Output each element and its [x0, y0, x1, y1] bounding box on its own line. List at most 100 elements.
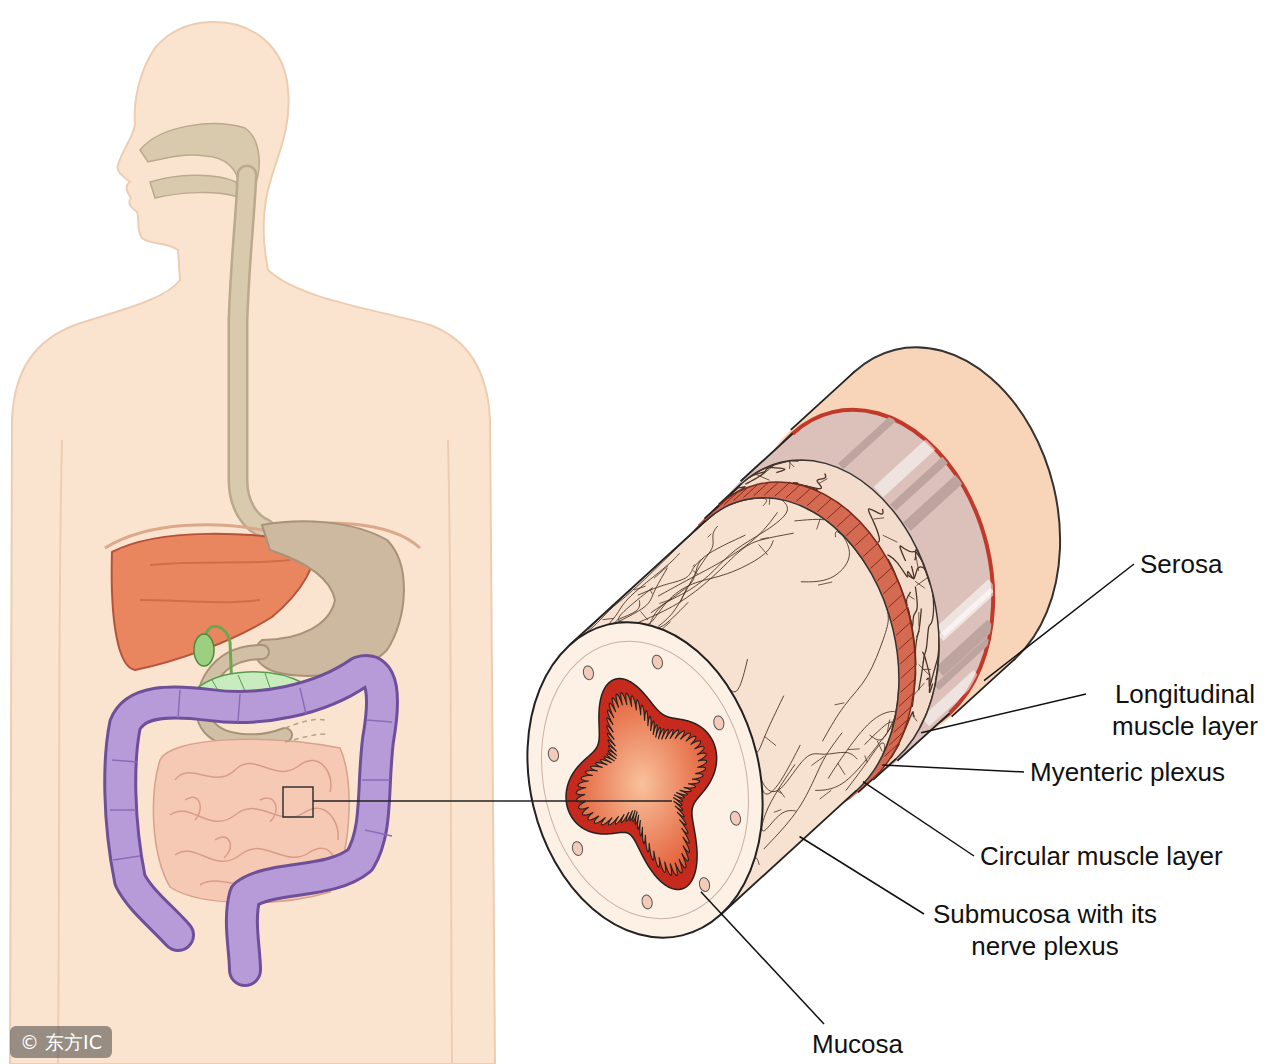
nerve-fiber [822, 603, 888, 741]
nerve-branch [873, 518, 884, 519]
nerve-fiber [801, 530, 850, 581]
muscle-hatch [899, 693, 914, 706]
leader-line [882, 765, 1024, 772]
nerve-branch [760, 465, 774, 476]
nerve-fiber [749, 467, 785, 477]
nerve-branch [774, 810, 781, 813]
nerve-fiber [761, 752, 857, 791]
muscle-hatch [901, 665, 916, 678]
nerve-branch [939, 649, 944, 660]
arm-line [58, 440, 62, 1064]
nerve-branch [909, 595, 915, 599]
muscle-hatch [883, 581, 898, 594]
watermark: © 东方IC [10, 1026, 112, 1058]
muscle-hatch [893, 608, 908, 621]
muscle-hatch [899, 636, 914, 649]
muscle-hatch [855, 533, 870, 546]
blood-vessel [641, 894, 654, 910]
stomach [255, 521, 404, 676]
leader-line [921, 694, 1086, 733]
nerve-branch [914, 683, 924, 695]
esophagus [238, 175, 264, 528]
nerve-branch [913, 716, 917, 722]
muscle-hatch [877, 568, 892, 581]
nerve-branch [883, 535, 897, 542]
muscle-hatch [863, 543, 878, 556]
nerve-branch [811, 756, 824, 765]
nerve-branch [708, 534, 712, 538]
blood-vessel [712, 715, 725, 731]
part-label: Submucosa with its nerve plexus [930, 898, 1160, 962]
muscle-band [907, 479, 959, 527]
muscle-band [841, 419, 893, 467]
nerve-branch [818, 582, 832, 585]
nerve-fiber [900, 546, 923, 563]
muscle-hatch [888, 594, 903, 607]
leader-line [863, 782, 974, 856]
nerve-branch [764, 736, 776, 746]
muscle-band [878, 444, 930, 492]
face-outer [496, 598, 794, 962]
nerve-branch [915, 581, 925, 588]
part-label: Serosa [1140, 548, 1222, 580]
nerve-fiber [815, 686, 899, 790]
nerve-branch [848, 748, 860, 750]
blood-vessel [571, 841, 584, 857]
part-label: Myenteric plexus [1030, 756, 1225, 788]
blood-vessel [547, 747, 560, 763]
duodenum-hidden [285, 719, 326, 742]
muscle-hatch [786, 485, 801, 498]
cross-section-face [496, 598, 794, 962]
oral-cavity [150, 175, 238, 198]
muscle-hatch [817, 498, 832, 511]
muscle-hatch [807, 493, 822, 506]
nerve-fiber [618, 588, 652, 623]
nerve-fiber [835, 532, 864, 562]
nerve-branch [919, 664, 930, 675]
nerve-branch [759, 544, 768, 555]
muscle-hatch [894, 719, 909, 732]
nerve-fiber [732, 498, 767, 505]
nerve-fiber [794, 508, 824, 521]
muscle-hatch [871, 555, 886, 568]
blood-vessel [698, 877, 711, 893]
nerve-fiber [609, 553, 680, 624]
mucosa-band [566, 679, 717, 890]
muscle-hatch [837, 513, 852, 526]
muscle-band [937, 640, 989, 688]
muscle-hatch [827, 505, 842, 518]
nerve-branch [916, 577, 928, 586]
colon-haustra [110, 688, 392, 860]
nerve-fiber [915, 608, 921, 665]
nerve-branch [662, 622, 670, 629]
nerve-fiber [658, 512, 778, 596]
part-label: Circular muscle layer [980, 840, 1223, 872]
muscle-hatch [900, 651, 915, 664]
nerve-branch [923, 669, 931, 670]
nerve-fiber [756, 696, 784, 773]
muscle-hatch [897, 706, 912, 719]
colon [120, 671, 382, 970]
blood-vessel [651, 654, 664, 670]
nerve-branch [680, 588, 686, 602]
muscle-hatch [846, 522, 861, 535]
nerve-fiber [920, 648, 939, 727]
colon [120, 671, 382, 970]
blood-vessel [729, 810, 742, 826]
nerve-branch [838, 763, 845, 775]
nerve-branch [817, 519, 821, 530]
nerve-branch [818, 479, 827, 484]
nerve-branch [835, 528, 849, 532]
leader-line [984, 564, 1134, 681]
leader-line [800, 837, 924, 914]
part-label: Mucosa [812, 1028, 903, 1060]
nerve-branch [602, 618, 614, 619]
nerve-branch [835, 703, 845, 705]
muscle-hatch [900, 679, 915, 692]
callout-box [283, 787, 313, 817]
callout-line [313, 800, 672, 802]
lumen-villi [576, 693, 706, 876]
muscle-hatch [896, 622, 911, 635]
submucosa-layer [496, 473, 930, 962]
